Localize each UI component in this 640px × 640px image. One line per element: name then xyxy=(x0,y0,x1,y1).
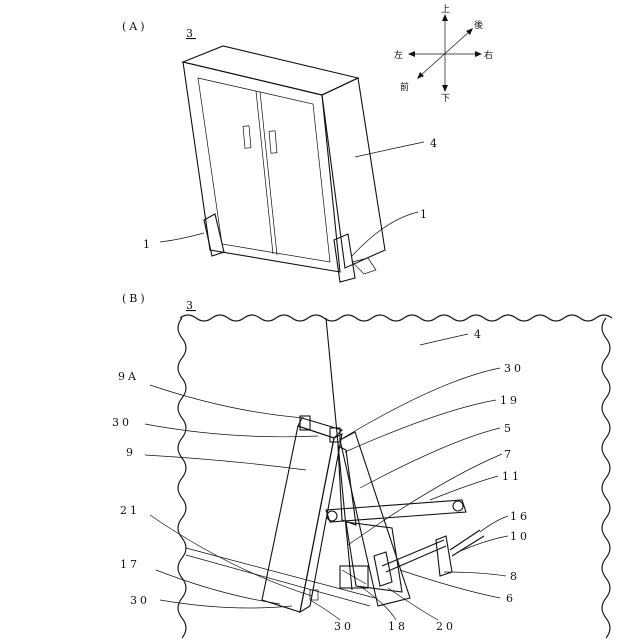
leader-a-1-left xyxy=(160,233,204,242)
leader-b-30-top xyxy=(343,368,500,438)
panel-a-label: (A) xyxy=(122,20,148,33)
leader-b-19 xyxy=(345,400,496,452)
callout-a-1-right: 1 xyxy=(420,208,430,221)
cabinet-drawing xyxy=(183,46,385,282)
callout-b-5: 5 xyxy=(504,422,514,435)
pivot-block-20 xyxy=(374,552,392,586)
arrow-up-icon xyxy=(442,14,448,21)
leader-a-4 xyxy=(355,142,424,157)
callout-b-30-top: 30 xyxy=(504,362,524,375)
link-arm-lower xyxy=(382,540,444,566)
callout-b-4: 4 xyxy=(474,328,484,341)
left-door-handle xyxy=(243,126,251,148)
right-door-handle xyxy=(269,131,277,153)
leader-b-17 xyxy=(156,570,280,604)
callout-b-10: 10 xyxy=(510,530,530,543)
panel-b-ref: 3 xyxy=(186,299,196,312)
door-split-line-2 xyxy=(260,92,277,255)
compass-back: 後 xyxy=(474,19,483,31)
stopper-front-side xyxy=(300,434,342,612)
cabinet-corner-edge xyxy=(326,318,352,590)
arrow-left-icon xyxy=(408,51,415,57)
callout-a-4: 4 xyxy=(430,137,440,150)
callout-b-9: 9 xyxy=(126,446,136,459)
callout-b-17: 17 xyxy=(120,558,140,571)
callout-b-18: 18 xyxy=(388,620,408,633)
callout-b-30-left: 30 xyxy=(130,594,150,607)
callout-b-30-mid: 30 xyxy=(112,416,132,429)
leader-b-16 xyxy=(480,516,508,532)
leader-b-20 xyxy=(388,588,438,620)
link-arm-upper xyxy=(326,500,466,522)
left-break-line xyxy=(178,318,186,638)
callout-b-9a: 9A xyxy=(118,370,139,383)
direction-compass: 上 下 左 右 前 後 xyxy=(394,4,493,104)
leader-b-30-mid xyxy=(145,424,318,437)
callout-b-8: 8 xyxy=(510,570,520,583)
callout-b-7: 7 xyxy=(504,448,514,461)
lever-16 xyxy=(450,530,480,550)
panel-b-label: (B) xyxy=(122,292,148,305)
callout-b-11: 11 xyxy=(502,470,522,483)
callout-b-19: 19 xyxy=(500,394,520,407)
bracket-30-top-right xyxy=(330,428,340,442)
leader-b-6 xyxy=(400,570,500,598)
compass-front: 前 xyxy=(400,81,409,93)
leader-b-11 xyxy=(430,476,498,500)
leader-b-21 xyxy=(150,515,312,596)
leader-b-30-bottom xyxy=(310,600,340,620)
callout-a-1-left: 1 xyxy=(143,238,153,251)
compass-left: 左 xyxy=(394,49,403,61)
door-split-line xyxy=(256,91,273,254)
cabinet-front-frame xyxy=(183,62,340,272)
callout-b-6: 6 xyxy=(506,592,516,605)
stopper-mechanism xyxy=(352,258,376,274)
compass-right: 右 xyxy=(484,49,493,61)
compass-down: 下 xyxy=(441,94,450,104)
pivot-right xyxy=(453,501,463,511)
callout-b-30-bottom: 30 xyxy=(334,620,354,633)
right-break-line xyxy=(602,318,610,638)
leader-b-10 xyxy=(458,536,508,552)
cabinet-side-face xyxy=(322,78,385,268)
callout-b-21: 21 xyxy=(120,504,140,517)
cabinet-top-face xyxy=(183,46,358,95)
leader-b-8 xyxy=(444,572,506,576)
leader-b-9a xyxy=(150,385,304,418)
callout-b-16: 16 xyxy=(510,510,530,523)
arrow-down-icon xyxy=(442,85,448,92)
leader-b-4 xyxy=(420,334,468,345)
arrow-right-icon xyxy=(475,51,482,57)
callout-b-20: 20 xyxy=(436,620,456,633)
cabinet-bottom-edge-2 xyxy=(186,555,370,606)
panel-a-ref: 3 xyxy=(186,27,196,40)
leader-b-9 xyxy=(145,455,306,470)
compass-up: 上 xyxy=(441,4,450,15)
housing-inner-shading xyxy=(338,446,356,525)
top-break-line xyxy=(180,315,612,321)
